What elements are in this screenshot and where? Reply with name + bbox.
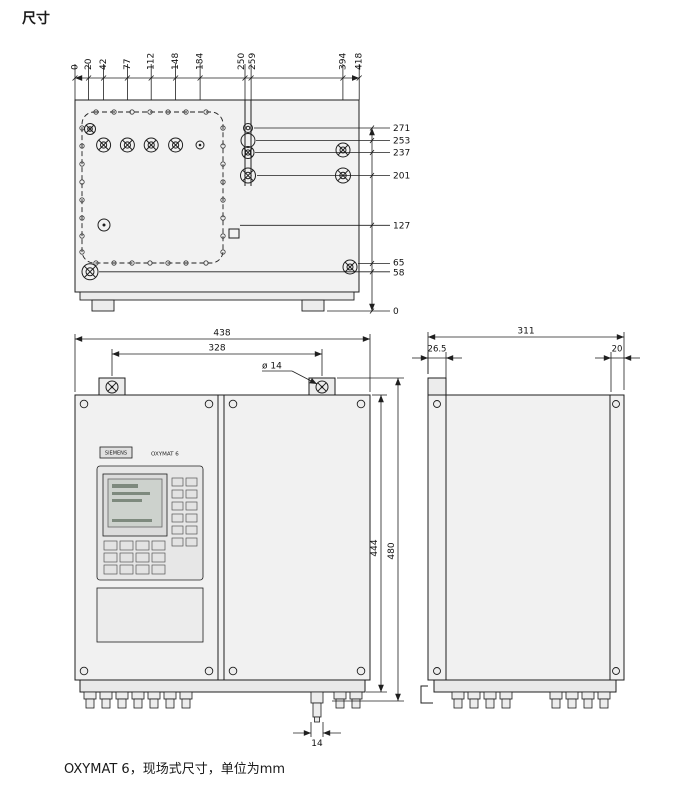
dim-label: ø 14 [262, 362, 282, 372]
dim-label: 250 [237, 53, 247, 70]
dim-label: 14 [311, 739, 323, 749]
enclosure-side [427, 394, 625, 681]
dim-label: 148 [171, 53, 181, 70]
dim-label: 112 [147, 53, 157, 70]
dim-label: 42 [99, 59, 109, 70]
screen-content [112, 484, 152, 522]
dim-label: 26.5 [428, 345, 447, 355]
dim-label: 20 [612, 345, 623, 355]
side-base-flange [433, 679, 617, 693]
dim-label: 438 [213, 329, 230, 339]
side-view-dim-labels: 311 26.5 20 [428, 327, 623, 355]
bottom-hook-bracket [420, 685, 433, 704]
front-view-dimensions [74, 334, 404, 737]
dim-label: 201 [393, 172, 410, 182]
dim-label: 253 [393, 137, 410, 147]
brand-label: SIEMENS [105, 451, 127, 457]
dim-label: 237 [393, 149, 410, 159]
model-label: OXYMAT 6 [151, 452, 179, 458]
numeric-keypad [103, 540, 166, 575]
side-view-dimensions [412, 332, 640, 392]
top-view-drawing [74, 99, 360, 312]
front-view-dim-labels: 438 328 ø 14 444 480 14 SIEMENS OXYMAT 6 [105, 329, 397, 750]
figure-caption: OXYMAT 6，现场式尺寸，单位为mm [64, 762, 286, 777]
dim-label: 0 [393, 307, 399, 317]
dim-label: 328 [208, 344, 225, 354]
dim-label: 394 [338, 53, 348, 70]
brand-plate [99, 446, 133, 459]
dim-label: 480 [387, 542, 397, 559]
cable-glands [83, 691, 363, 723]
dim-label: 20 [84, 58, 94, 70]
corner-screws [79, 399, 366, 676]
dim-label: 65 [393, 259, 404, 269]
dim-label: 184 [196, 53, 206, 70]
side-view-drawing [420, 377, 625, 709]
front-view-drawing [74, 377, 371, 723]
screw-holes [79, 109, 226, 266]
dim-label: 0 [71, 64, 81, 70]
page-title: 尺寸 [22, 11, 50, 27]
top-view-dimensions [72, 64, 390, 314]
function-keys [171, 477, 198, 547]
dim-label: 58 [393, 269, 405, 279]
side-cable-glands [451, 691, 611, 709]
side-screws [433, 400, 620, 675]
top-view-dim-labels: 0 20 42 77 112 148 184 250 259 394 418 2… [71, 53, 411, 317]
dim-label: 127 [393, 222, 410, 232]
side-bracket [427, 377, 447, 396]
dim-label: 311 [517, 327, 534, 337]
base-flange [79, 679, 366, 693]
dim-label: 418 [355, 53, 365, 70]
control-panel [96, 446, 204, 643]
dim-label: 259 [248, 53, 258, 70]
gas-fittings [81, 100, 358, 281]
lower-door-panel [96, 587, 204, 643]
dim-label: 271 [393, 124, 410, 134]
dim-label: 77 [123, 59, 133, 70]
dim-label: 444 [370, 539, 380, 556]
